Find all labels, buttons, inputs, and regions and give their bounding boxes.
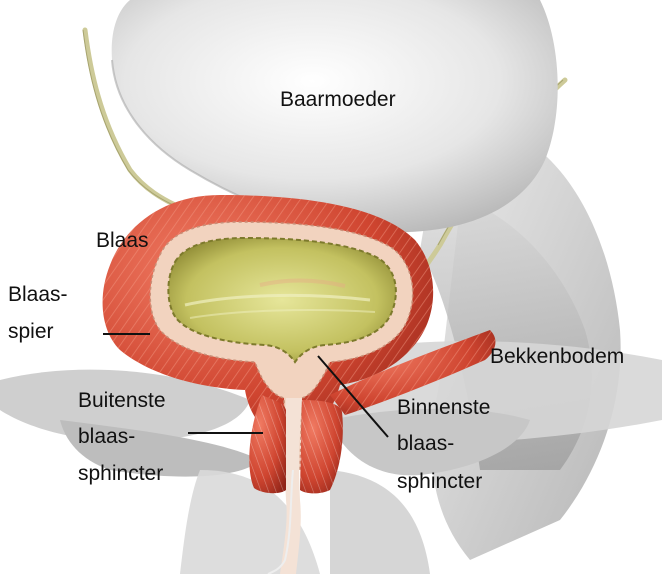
label-external-sphincter-line2: blaas- <box>78 425 135 449</box>
label-internal-sphincter-line1: Binnenste <box>397 396 490 420</box>
label-internal-sphincter-line3: sphincter <box>397 470 482 494</box>
label-internal-sphincter-line2: blaas- <box>397 432 454 456</box>
label-bladder-muscle-line2: spier <box>8 320 54 344</box>
label-external-sphincter-line1: Buitenste <box>78 389 166 413</box>
label-external-sphincter-line3: sphincter <box>78 462 163 486</box>
label-bladder-muscle-line1: Blaas- <box>8 283 68 307</box>
label-uterus: Baarmoeder <box>280 88 396 112</box>
label-pelvic-floor: Bekkenbodem <box>490 345 624 369</box>
label-bladder: Blaas <box>96 229 149 253</box>
uterus <box>112 0 558 232</box>
